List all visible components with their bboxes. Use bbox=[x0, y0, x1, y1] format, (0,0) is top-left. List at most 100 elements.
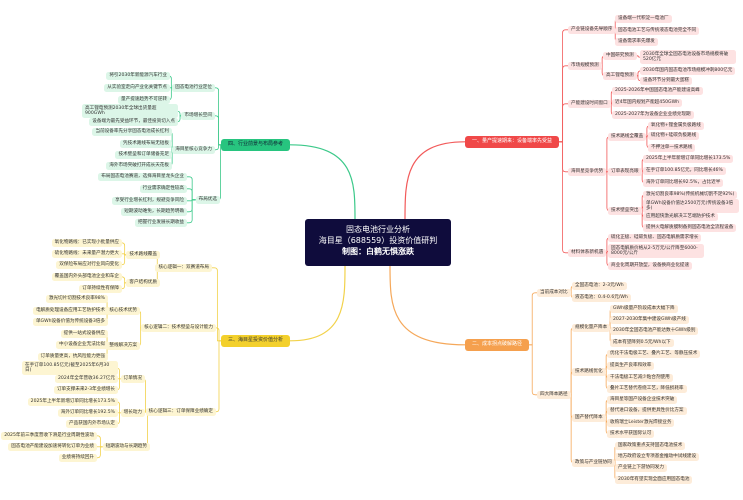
leaf-topic[interactable]: 在手订单100.85亿元，同比增长46% bbox=[643, 166, 726, 176]
leaf-topic[interactable]: 2030年全固态电池产能达数十GWh级别 bbox=[610, 326, 699, 336]
subtopic[interactable]: 产能建设时间窗口 bbox=[568, 99, 611, 109]
leaf-topic[interactable]: 行业需求确定性较高 bbox=[139, 184, 187, 194]
leaf-topic[interactable]: 设备端一代积淀一电池厂 bbox=[615, 14, 672, 24]
subtopic[interactable]: 技术路线优化 bbox=[572, 367, 606, 377]
leaf-topic[interactable]: 硫化正极、硅碳负极、固态电解质需求增长 bbox=[608, 233, 702, 243]
branch-topic[interactable]: 三、海目星投资价值分析 bbox=[220, 335, 290, 347]
leaf-topic[interactable]: 海外订单同比增长192.5% bbox=[57, 408, 118, 418]
leaf-topic[interactable]: 提高生产良率和效率 bbox=[607, 361, 655, 371]
subtopic[interactable]: 核心逻辑三：订单保障业绩确定 bbox=[145, 407, 216, 417]
subtopic[interactable]: 客户结构优质 bbox=[126, 278, 160, 288]
leaf-topic[interactable]: 技术壁垒和订单储备充足 bbox=[115, 150, 172, 160]
leaf-topic[interactable]: 替代进口设备，提供更具性价比方案 bbox=[607, 406, 687, 416]
subtopic[interactable]: 核心逻辑二：技术壁垒与设计能力 bbox=[141, 323, 216, 333]
leaf-topic[interactable]: 2025年上半年新增订单同比增长173.5% bbox=[27, 397, 118, 407]
leaf-topic[interactable]: 激光切割良率98%(传统机械切割不足92%) bbox=[643, 190, 738, 200]
branch-topic[interactable]: 四、行业前景与布局参考 bbox=[220, 139, 290, 151]
leaf-topic[interactable]: 提供一站式设备供应 bbox=[60, 329, 108, 339]
leaf-topic[interactable]: 固态电解质价格从2-5万元/公斤降至6000-8000元/公斤 bbox=[608, 244, 704, 259]
leaf-topic[interactable]: 当前设备率先分享固态电池成长红利 bbox=[92, 127, 172, 137]
leaf-topic[interactable]: 干法电极工艺减少粘合剂使用 bbox=[607, 373, 673, 383]
leaf-topic[interactable]: 海外订单同比增长92.5%，占比近半 bbox=[643, 178, 724, 188]
leaf-topic[interactable]: GWh级量产阶段成本大幅下降 bbox=[610, 304, 678, 314]
leaf-topic[interactable]: 覆盖国内外头部电池企业和车企 bbox=[51, 272, 122, 282]
subtopic[interactable]: 高工锂电预测 bbox=[603, 71, 637, 81]
subtopic[interactable]: 核心技术优势 bbox=[106, 306, 140, 316]
subtopic[interactable]: 订单情况 bbox=[120, 374, 145, 384]
leaf-topic[interactable]: 技术水平获国际认可 bbox=[607, 429, 655, 439]
leaf-topic[interactable]: 订单质量更高，抗风险能力更强 bbox=[37, 352, 108, 362]
subtopic[interactable]: 技术壁垒突出 bbox=[608, 206, 642, 216]
subtopic[interactable]: 增长动力 bbox=[120, 408, 145, 418]
leaf-topic[interactable]: 不押注单一技术路线 bbox=[648, 143, 696, 153]
leaf-topic[interactable]: 全固态电池：2-3元/Wh bbox=[572, 281, 627, 291]
subtopic[interactable]: 市场规模预测 bbox=[568, 61, 602, 71]
leaf-topic[interactable]: 将引2030年新能源汽车行业 bbox=[106, 71, 170, 81]
leaf-topic[interactable]: 应用超快激光解决工艺端防护技术 bbox=[643, 212, 718, 222]
subtopic[interactable]: 整线解决方案 bbox=[106, 341, 140, 351]
leaf-topic[interactable]: 近4年国内规划产能超450GWh bbox=[612, 98, 683, 108]
leaf-topic[interactable]: 中小设备企业无法比拟 bbox=[56, 340, 108, 350]
branch-topic[interactable]: 二、成本拐点破解路径 bbox=[465, 339, 530, 351]
subtopic[interactable]: 政策与产业链协同 bbox=[572, 458, 615, 468]
leaf-topic[interactable]: 氧化物+锂金属负极路线 bbox=[648, 121, 704, 131]
leaf-topic[interactable]: 优化干法电极工艺、叠片工艺、等静压技术 bbox=[607, 349, 701, 359]
leaf-topic[interactable]: 订单支撑未来2-3年业绩增长 bbox=[53, 385, 118, 395]
leaf-topic[interactable]: 硫化物路线：未来量产潜力更大 bbox=[51, 249, 122, 259]
leaf-topic[interactable]: 把握行业发展长期收益 bbox=[135, 218, 187, 228]
leaf-topic[interactable]: 设备需求率先爆发 bbox=[615, 37, 658, 47]
leaf-topic[interactable]: 硫化物+硅碳负极路线 bbox=[648, 131, 700, 141]
leaf-topic[interactable]: 2025-2027年为设备企业业绩兑现期 bbox=[612, 110, 694, 120]
leaf-topic[interactable]: 高工锂电预测2030年全球出货量超900GWh bbox=[82, 104, 178, 119]
leaf-topic[interactable]: 产品获国内外市场认定 bbox=[66, 419, 118, 429]
leaf-topic[interactable]: 从实验室走向产业化关键节点 bbox=[104, 83, 170, 93]
subtopic[interactable]: 产业链设备先导顺序 bbox=[568, 25, 616, 35]
subtopic[interactable]: 海目星竞争优势 bbox=[568, 167, 607, 177]
leaf-topic[interactable]: 国家政策重点支持固态电池技术 bbox=[615, 441, 686, 451]
leaf-topic[interactable]: 收购瑞士Leister激光焊接业务 bbox=[607, 418, 675, 428]
leaf-topic[interactable]: 享受行业增长红利，规避竞争风险 bbox=[112, 196, 187, 206]
leaf-topic[interactable]: 短期波动难免，长期趋势明确 bbox=[121, 207, 187, 217]
leaf-topic[interactable]: 2025年前三季度营收下滑是行业周期性波动 bbox=[1, 431, 97, 441]
subtopic[interactable]: 固态电池行业定位 bbox=[172, 83, 215, 93]
leaf-topic[interactable]: 成本有望降到0.5元/Wh以下 bbox=[610, 338, 674, 348]
leaf-topic[interactable]: 海目星等国产设备企业技术突破 bbox=[607, 395, 678, 405]
leaf-topic[interactable]: 在手订单100.85亿元(截至2025年6月30日) bbox=[22, 361, 118, 376]
subtopic[interactable]: 海目星核心竞争力 bbox=[172, 145, 215, 155]
leaf-topic[interactable]: 商业化周期开放型，设备换商业化提速 bbox=[608, 261, 693, 271]
leaf-topic[interactable]: 订单持续性有保障 bbox=[79, 284, 122, 294]
leaf-topic[interactable]: 凭技术路线布局无短板 bbox=[120, 139, 172, 149]
subtopic[interactable]: 核心逻辑一：双赛道布局 bbox=[155, 263, 212, 273]
leaf-topic[interactable]: 液态电池：0.4-0.6元/Wh bbox=[572, 293, 631, 303]
subtopic[interactable]: 中国研究预测 bbox=[603, 51, 637, 61]
subtopic[interactable]: 四大降本路径 bbox=[537, 390, 571, 400]
subtopic[interactable]: 订单表现亮眼 bbox=[608, 167, 642, 177]
leaf-topic[interactable]: 设备环节分到最大蛋糕 bbox=[640, 76, 692, 86]
leaf-topic[interactable]: 2027-2030年集中建设GWh级产线 bbox=[610, 315, 689, 325]
central-topic[interactable]: 固态电池行业分析 海目星（688559）投资价值研判 制图：白鹤无惧涨跌 bbox=[305, 219, 451, 266]
leaf-topic[interactable]: 2024年全年营收36.27亿元 bbox=[55, 374, 118, 384]
leaf-topic[interactable]: 海外市场突破打开成长天花板 bbox=[106, 161, 172, 171]
branch-topic[interactable]: 一、量产提速期来：设备端率先受益 bbox=[465, 136, 560, 148]
subtopic[interactable]: 布局优选 bbox=[195, 195, 220, 205]
leaf-topic[interactable]: 叠片工艺替代卷绕工艺，降低损耗率 bbox=[607, 384, 687, 394]
leaf-topic[interactable]: 量产提速趋势不可逆转 bbox=[118, 95, 170, 105]
leaf-topic[interactable]: 氧化物路线：已实现小批量供应 bbox=[51, 238, 122, 248]
leaf-topic[interactable]: 产业链上下游协同发力 bbox=[615, 463, 667, 473]
leaf-topic[interactable]: 业绩将持续回升 bbox=[58, 453, 97, 463]
subtopic[interactable]: 当前成本对比 bbox=[537, 288, 571, 298]
leaf-topic[interactable]: 布局固态电池赛道，选择海目星龙头企业 bbox=[98, 172, 187, 182]
leaf-topic[interactable]: 激光切片切割技术良率98% bbox=[45, 294, 108, 304]
leaf-topic[interactable]: 单GWh设备价值达2500万元(传统设备3倍多) bbox=[643, 199, 739, 214]
leaf-topic[interactable]: 设备端为最先受益环节，最佳投资切入点 bbox=[89, 117, 178, 127]
leaf-topic[interactable]: 2030年全球全固态电池设备市场规模将破520亿元 bbox=[640, 50, 736, 65]
leaf-topic[interactable]: 地方政府设立专项基金推动中试线建设 bbox=[615, 452, 700, 462]
subtopic[interactable]: 市场增长空间 bbox=[181, 111, 215, 121]
subtopic[interactable]: 技术路线覆盖 bbox=[126, 250, 160, 260]
subtopic[interactable]: 短期波动与长期趋势 bbox=[102, 442, 150, 452]
leaf-topic[interactable]: 固态电池产能建设加速将转化订单为业绩 bbox=[8, 442, 97, 452]
leaf-topic[interactable]: 提供火电解质膜制备到固态电池全流程设备 bbox=[643, 223, 737, 233]
leaf-topic[interactable]: 2025-2026年中国固态电池产能建设高峰 bbox=[612, 86, 703, 96]
leaf-topic[interactable]: 2025年上半年新增订单同比增长173.5% bbox=[643, 154, 734, 164]
leaf-topic[interactable]: 双保险布局应对行业风向变化 bbox=[56, 260, 122, 270]
